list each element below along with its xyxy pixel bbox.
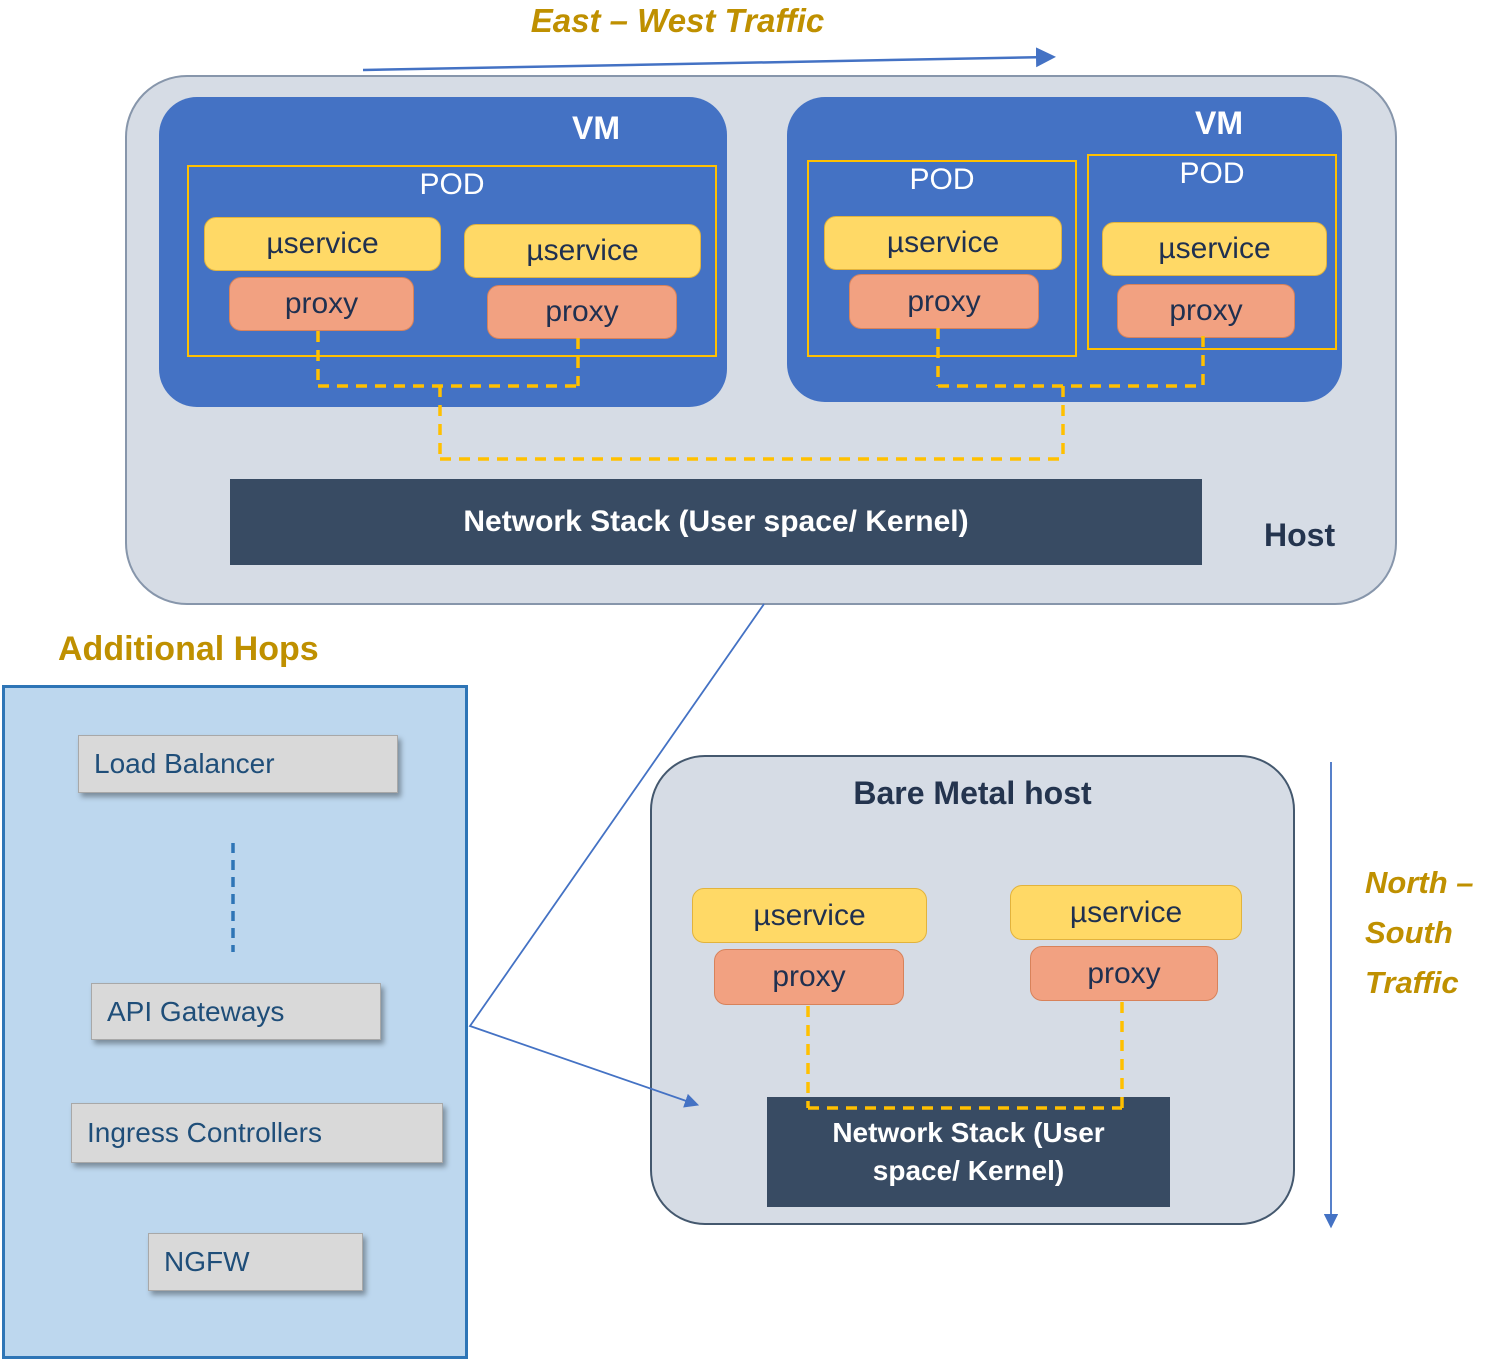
north-south-traffic-label: North – South Traffic bbox=[1365, 865, 1474, 1001]
pod-3-label: POD bbox=[1179, 157, 1245, 190]
host-network-stack: Network Stack (User space/ Kernel) bbox=[230, 479, 1202, 565]
host-container: Host VM POD µservice proxy µservice prox… bbox=[125, 75, 1397, 605]
proxy-box: proxy bbox=[849, 274, 1039, 329]
hop-item-load-balancer: Load Balancer bbox=[78, 735, 398, 793]
proxy-box: proxy bbox=[714, 949, 904, 1005]
microservice-box: µservice bbox=[692, 888, 927, 943]
pod-1: POD µservice proxy µservice proxy bbox=[187, 165, 717, 357]
vm-1-label: VM bbox=[572, 110, 620, 146]
microservice-box: µservice bbox=[464, 224, 701, 278]
hop-item-ngfw: NGFW bbox=[148, 1233, 363, 1291]
proxy-box: proxy bbox=[487, 285, 677, 339]
proxy-box: proxy bbox=[229, 277, 414, 331]
east-west-arrow bbox=[362, 47, 1056, 72]
vm-2: VM POD µservice proxy POD µservice proxy bbox=[787, 97, 1342, 402]
host-label: Host bbox=[1264, 517, 1336, 553]
pod-3: POD µservice proxy bbox=[1087, 154, 1337, 350]
microservice-box: µservice bbox=[204, 217, 441, 271]
proxy-box: proxy bbox=[1117, 284, 1295, 338]
pod-1-label: POD bbox=[419, 168, 485, 201]
bare-metal-network-stack: Network Stack (User space/ Kernel) bbox=[767, 1097, 1170, 1207]
east-west-traffic-label: East – West Traffic bbox=[530, 2, 825, 39]
additional-hops-panel: Load Balancer API Gateways Ingress Contr… bbox=[2, 685, 468, 1359]
pod-2: POD µservice proxy bbox=[807, 160, 1077, 357]
microservice-box: µservice bbox=[1010, 885, 1242, 940]
microservice-box: µservice bbox=[824, 216, 1062, 270]
microservice-box: µservice bbox=[1102, 222, 1327, 276]
bare-metal-host-container: Bare Metal host µservice proxy µservice … bbox=[650, 755, 1295, 1225]
vm-2-label: VM bbox=[1195, 105, 1243, 141]
vm-1: VM POD µservice proxy µservice proxy bbox=[159, 97, 727, 407]
hop-item-ingress-controllers: Ingress Controllers bbox=[71, 1103, 443, 1163]
additional-hops-label: Additional Hops bbox=[58, 630, 319, 668]
proxy-box: proxy bbox=[1030, 946, 1218, 1001]
bare-metal-host-label: Bare Metal host bbox=[853, 775, 1092, 811]
hop-item-api-gateways: API Gateways bbox=[91, 983, 381, 1040]
pod-2-label: POD bbox=[909, 163, 975, 196]
